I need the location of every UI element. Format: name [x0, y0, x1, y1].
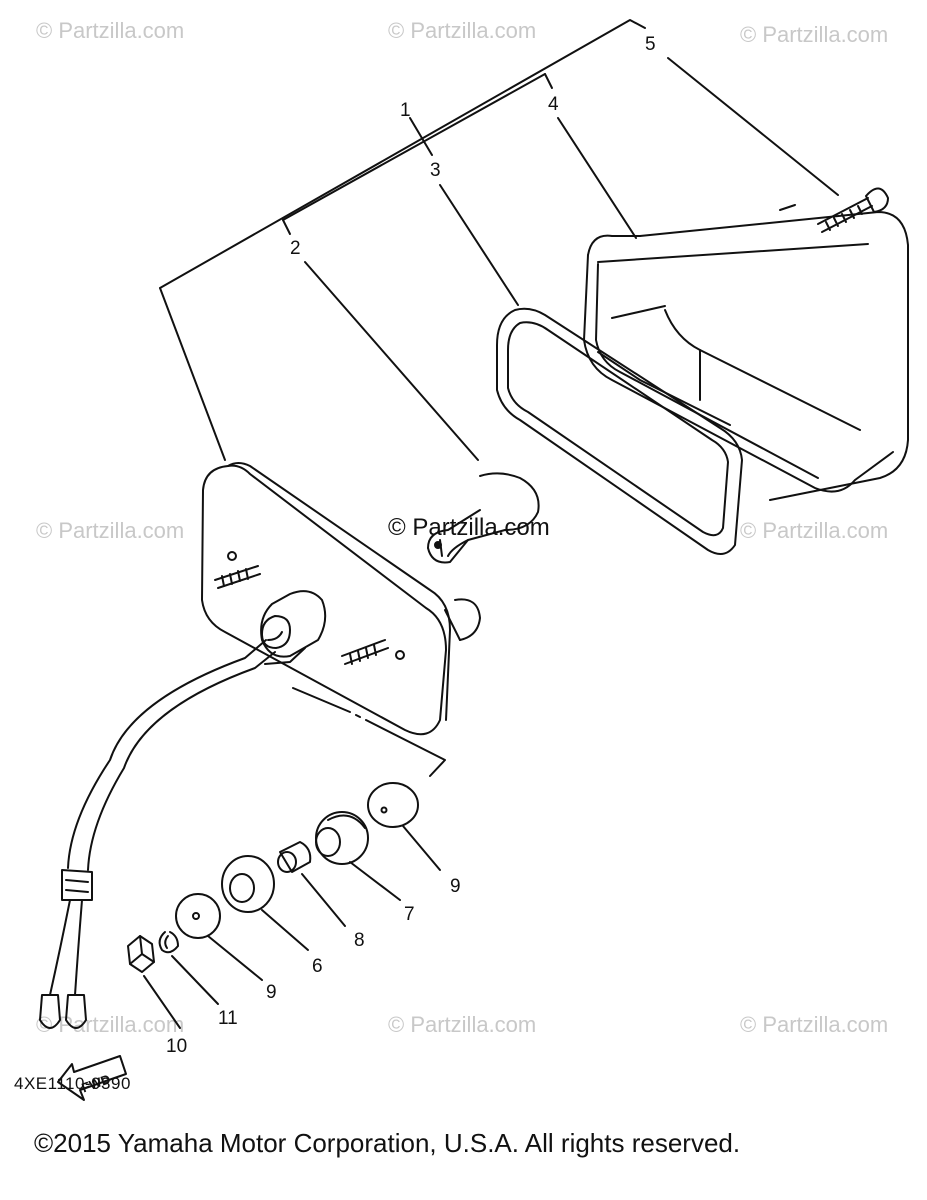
label-part-9-top: 9 [450, 876, 461, 897]
label-part-10: 10 [166, 1036, 187, 1057]
washer-9-top [367, 782, 419, 828]
watermark-top-left: © Partzilla.com [36, 18, 185, 43]
leader-2 [304, 261, 479, 461]
watermark-top-right: © Partzilla.com [740, 22, 889, 47]
label-part-2: 2 [290, 238, 301, 259]
leader-7 [349, 861, 401, 901]
grommet-part-6 [221, 855, 275, 913]
watermark-top-center: © Partzilla.com [388, 18, 537, 43]
label-part-7: 7 [404, 904, 415, 925]
label-part-5: 5 [645, 34, 656, 55]
label-part-8: 8 [354, 930, 365, 951]
leader-8 [301, 873, 346, 927]
bracket-left-arm [159, 287, 226, 461]
diagram-code: 4XE1110-9390 [14, 1074, 131, 1093]
watermark-bottom-right: © Partzilla.com [740, 1012, 889, 1037]
watermark-mid-left: © Partzilla.com [36, 518, 185, 543]
lens-housing-part-4 [583, 204, 909, 501]
center-watermark: © Partzilla.com [388, 514, 550, 541]
gasket-part-3 [496, 307, 743, 555]
screw-part-5 [817, 187, 889, 233]
bracket-2-tick [282, 219, 291, 235]
watermark-bottom-left: © Partzilla.com [36, 1012, 185, 1037]
label-part-4: 4 [548, 94, 559, 115]
leader-3 [439, 184, 519, 306]
leader-11 [171, 955, 219, 1005]
fwd-arrow-icon [57, 1055, 127, 1101]
leader-4 [557, 117, 637, 239]
leader-10 [143, 975, 181, 1029]
collar-part-8 [277, 841, 312, 873]
bracket-5 [159, 19, 646, 289]
watermark-mid-right: © Partzilla.com [740, 518, 889, 543]
alignment-line [292, 687, 446, 777]
bracket-1 [282, 73, 546, 221]
grommet-part-7 [315, 811, 369, 865]
leader-6 [261, 909, 309, 951]
watermark-bottom-center: © Partzilla.com [388, 1012, 537, 1037]
leader-9-top [402, 825, 441, 871]
wire-harness [39, 639, 306, 1029]
spring-washer-part-11 [158, 931, 179, 954]
nut-part-10 [127, 935, 155, 973]
label-part-1: 1 [400, 100, 411, 121]
washer-9-bottom [175, 893, 221, 939]
label-part-11: 11 [218, 1008, 238, 1029]
label-part-9-bottom: 9 [266, 982, 277, 1003]
label-part-6: 6 [312, 956, 323, 977]
copyright-notice: ©2015 Yamaha Motor Corporation, U.S.A. A… [34, 1128, 741, 1158]
label-part-3: 3 [430, 160, 441, 181]
base-plate-part-1 [201, 462, 481, 736]
bracket-1-tick [544, 73, 553, 89]
leader-1 [409, 117, 433, 156]
bulb-part-2 [427, 472, 540, 564]
leader-5 [667, 57, 839, 196]
leader-9-bottom [207, 935, 263, 981]
